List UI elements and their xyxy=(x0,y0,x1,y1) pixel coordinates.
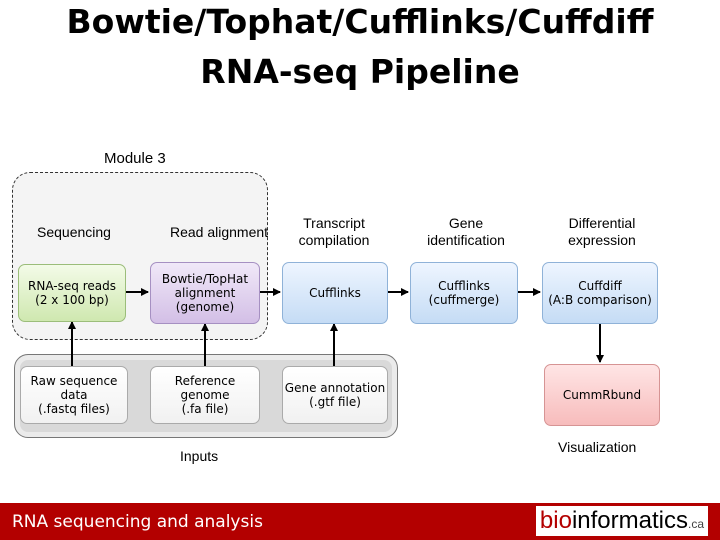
node-cuffdiff-line2: (A:B comparison) xyxy=(548,293,652,307)
stage-gene-identification: Gene identification xyxy=(427,215,505,248)
node-gene-annotation: Gene annotation (.gtf file) xyxy=(282,366,388,424)
node-raw-sequence-line1: Raw sequence xyxy=(30,374,118,388)
node-cuffmerge-line1: Cufflinks xyxy=(438,279,490,293)
module-label: Module 3 xyxy=(104,150,166,167)
node-rnaseq-reads-line1: RNA-seq reads xyxy=(28,279,116,293)
node-bowtie-tophat-line1: Bowtie/TopHat xyxy=(161,272,249,286)
stage-sequencing: Sequencing xyxy=(37,223,111,240)
node-reference-genome-line2: genome xyxy=(180,388,230,402)
node-rnaseq-reads-line2: (2 x 100 bp) xyxy=(35,293,109,307)
node-cuffmerge-line2: (cuffmerge) xyxy=(428,293,500,307)
node-raw-sequence: Raw sequence data (.fastq files) xyxy=(20,366,128,424)
stage-read-alignment: Read alignment xyxy=(169,223,269,240)
logo-bio: bio xyxy=(539,507,572,534)
node-cufflinks: Cufflinks xyxy=(282,262,388,324)
node-rnaseq-reads: RNA-seq reads (2 x 100 bp) xyxy=(18,264,126,322)
logo-informatics: informatics xyxy=(571,507,688,534)
node-raw-sequence-line3: (.fastq files) xyxy=(38,402,110,416)
node-cuffdiff: Cuffdiff (A:B comparison) xyxy=(542,262,658,324)
node-cummerbund-line1: CummRbund xyxy=(562,388,642,402)
node-cuffdiff-line1: Cuffdiff xyxy=(578,279,622,293)
node-gene-annotation-line1: Gene annotation xyxy=(284,381,386,395)
node-cummerbund: CummRbund xyxy=(544,364,660,426)
footer-title: RNA sequencing and analysis xyxy=(12,512,263,532)
node-bowtie-tophat-line2: alignment xyxy=(174,286,236,300)
node-cuffmerge: Cufflinks (cuffmerge) xyxy=(410,262,518,324)
logo-ca: .ca xyxy=(687,517,704,531)
node-gene-annotation-line2: (.gtf file) xyxy=(309,395,361,409)
node-reference-genome-line3: (.fa file) xyxy=(181,402,229,416)
node-reference-genome: Reference genome (.fa file) xyxy=(150,366,260,424)
stage-transcript-compilation: Transcript compilation xyxy=(298,215,370,248)
bioinformatics-logo: bioinformatics.ca xyxy=(535,506,708,536)
node-reference-genome-line1: Reference xyxy=(174,374,236,388)
visualization-label: Visualization xyxy=(558,439,637,455)
title-line-1: Bowtie/Tophat/Cufflinks/Cuffdiff xyxy=(66,2,654,41)
node-bowtie-tophat-line3: (genome) xyxy=(175,300,235,314)
node-raw-sequence-line2: data xyxy=(60,388,88,402)
node-cufflinks-line1: Cufflinks xyxy=(309,286,361,300)
node-bowtie-tophat: Bowtie/TopHat alignment (genome) xyxy=(150,262,260,324)
title-line-2: RNA-seq Pipeline xyxy=(200,52,520,91)
stage-differential-expression: Differential expression xyxy=(568,215,636,248)
inputs-label: Inputs xyxy=(180,448,219,464)
